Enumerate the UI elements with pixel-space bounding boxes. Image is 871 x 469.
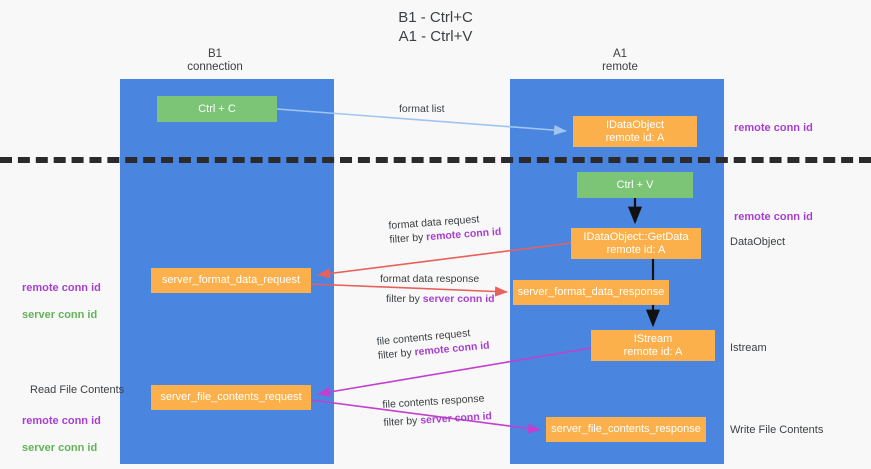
filter-by-text: filter by	[383, 414, 421, 429]
phase-separator	[0, 157, 871, 163]
annotation-istream: Istream	[730, 342, 767, 354]
page-title: B1 - Ctrl+C A1 - Ctrl+V	[398, 9, 473, 45]
node-server-file-contents-request[interactable]: server_file_contents_request	[151, 385, 311, 410]
node-server-format-data-request[interactable]: server_format_data_request	[151, 268, 311, 293]
server-conn-id-text: server conn id	[422, 293, 495, 305]
annotation-remote-conn-id: remote conn id	[22, 281, 101, 294]
lane-header-a1: A1 remote	[602, 48, 638, 73]
filter-by-text: filter by	[377, 346, 416, 362]
filter-by-text: filter by	[389, 231, 427, 246]
edge-label-file-contents-response: file contents response filter by server …	[382, 391, 492, 430]
arrow-format-list	[276, 108, 567, 136]
annotation-remote-conn-id: remote conn id	[22, 414, 101, 427]
annotation-remote-conn-id-top: remote conn id	[734, 122, 813, 134]
annotation-left-conn-ids: remote conn id server conn id	[22, 268, 101, 336]
lane-header-b1: B1 connection	[187, 48, 243, 73]
arrow-format-data-response	[310, 283, 508, 297]
node-server-file-contents-response[interactable]: server_file_contents_response	[546, 417, 706, 442]
arrow-file-contents-request	[317, 347, 592, 398]
node-ctrl-v[interactable]: Ctrl + V	[577, 172, 693, 198]
filter-by-text: filter by	[386, 293, 423, 305]
annotation-left-conn-ids-2: remote conn id server conn id	[22, 401, 101, 469]
edge-label-line2: filter by server conn id	[386, 292, 495, 306]
annotation-server-conn-id: server conn id	[22, 441, 98, 454]
node-idataobject[interactable]: IDataObject remote id: A	[573, 116, 697, 147]
node-idataobject-getdata[interactable]: IDataObject::GetData remote id: A	[571, 228, 701, 259]
arrow-format-data-request	[317, 242, 572, 279]
node-server-format-data-response[interactable]: server_format_data_response	[513, 280, 669, 305]
node-istream[interactable]: IStream remote id: A	[591, 330, 715, 361]
annotation-write-file-contents: Write File Contents	[730, 424, 824, 436]
annotation-remote-conn-id-mid: remote conn id	[734, 211, 813, 223]
arrow-file-contents-response	[310, 399, 541, 434]
node-ctrl-c[interactable]: Ctrl + C	[157, 96, 277, 122]
edge-label-format-data-response: format data response filter by server co…	[380, 272, 495, 306]
edge-label-format-list: format list	[399, 103, 445, 115]
annotation-read-file-contents: Read File Contents	[30, 384, 125, 396]
annotation-dataobject: DataObject	[730, 236, 786, 248]
edge-label-line1: format data response	[380, 273, 480, 285]
annotation-server-conn-id: server conn id	[22, 308, 98, 321]
